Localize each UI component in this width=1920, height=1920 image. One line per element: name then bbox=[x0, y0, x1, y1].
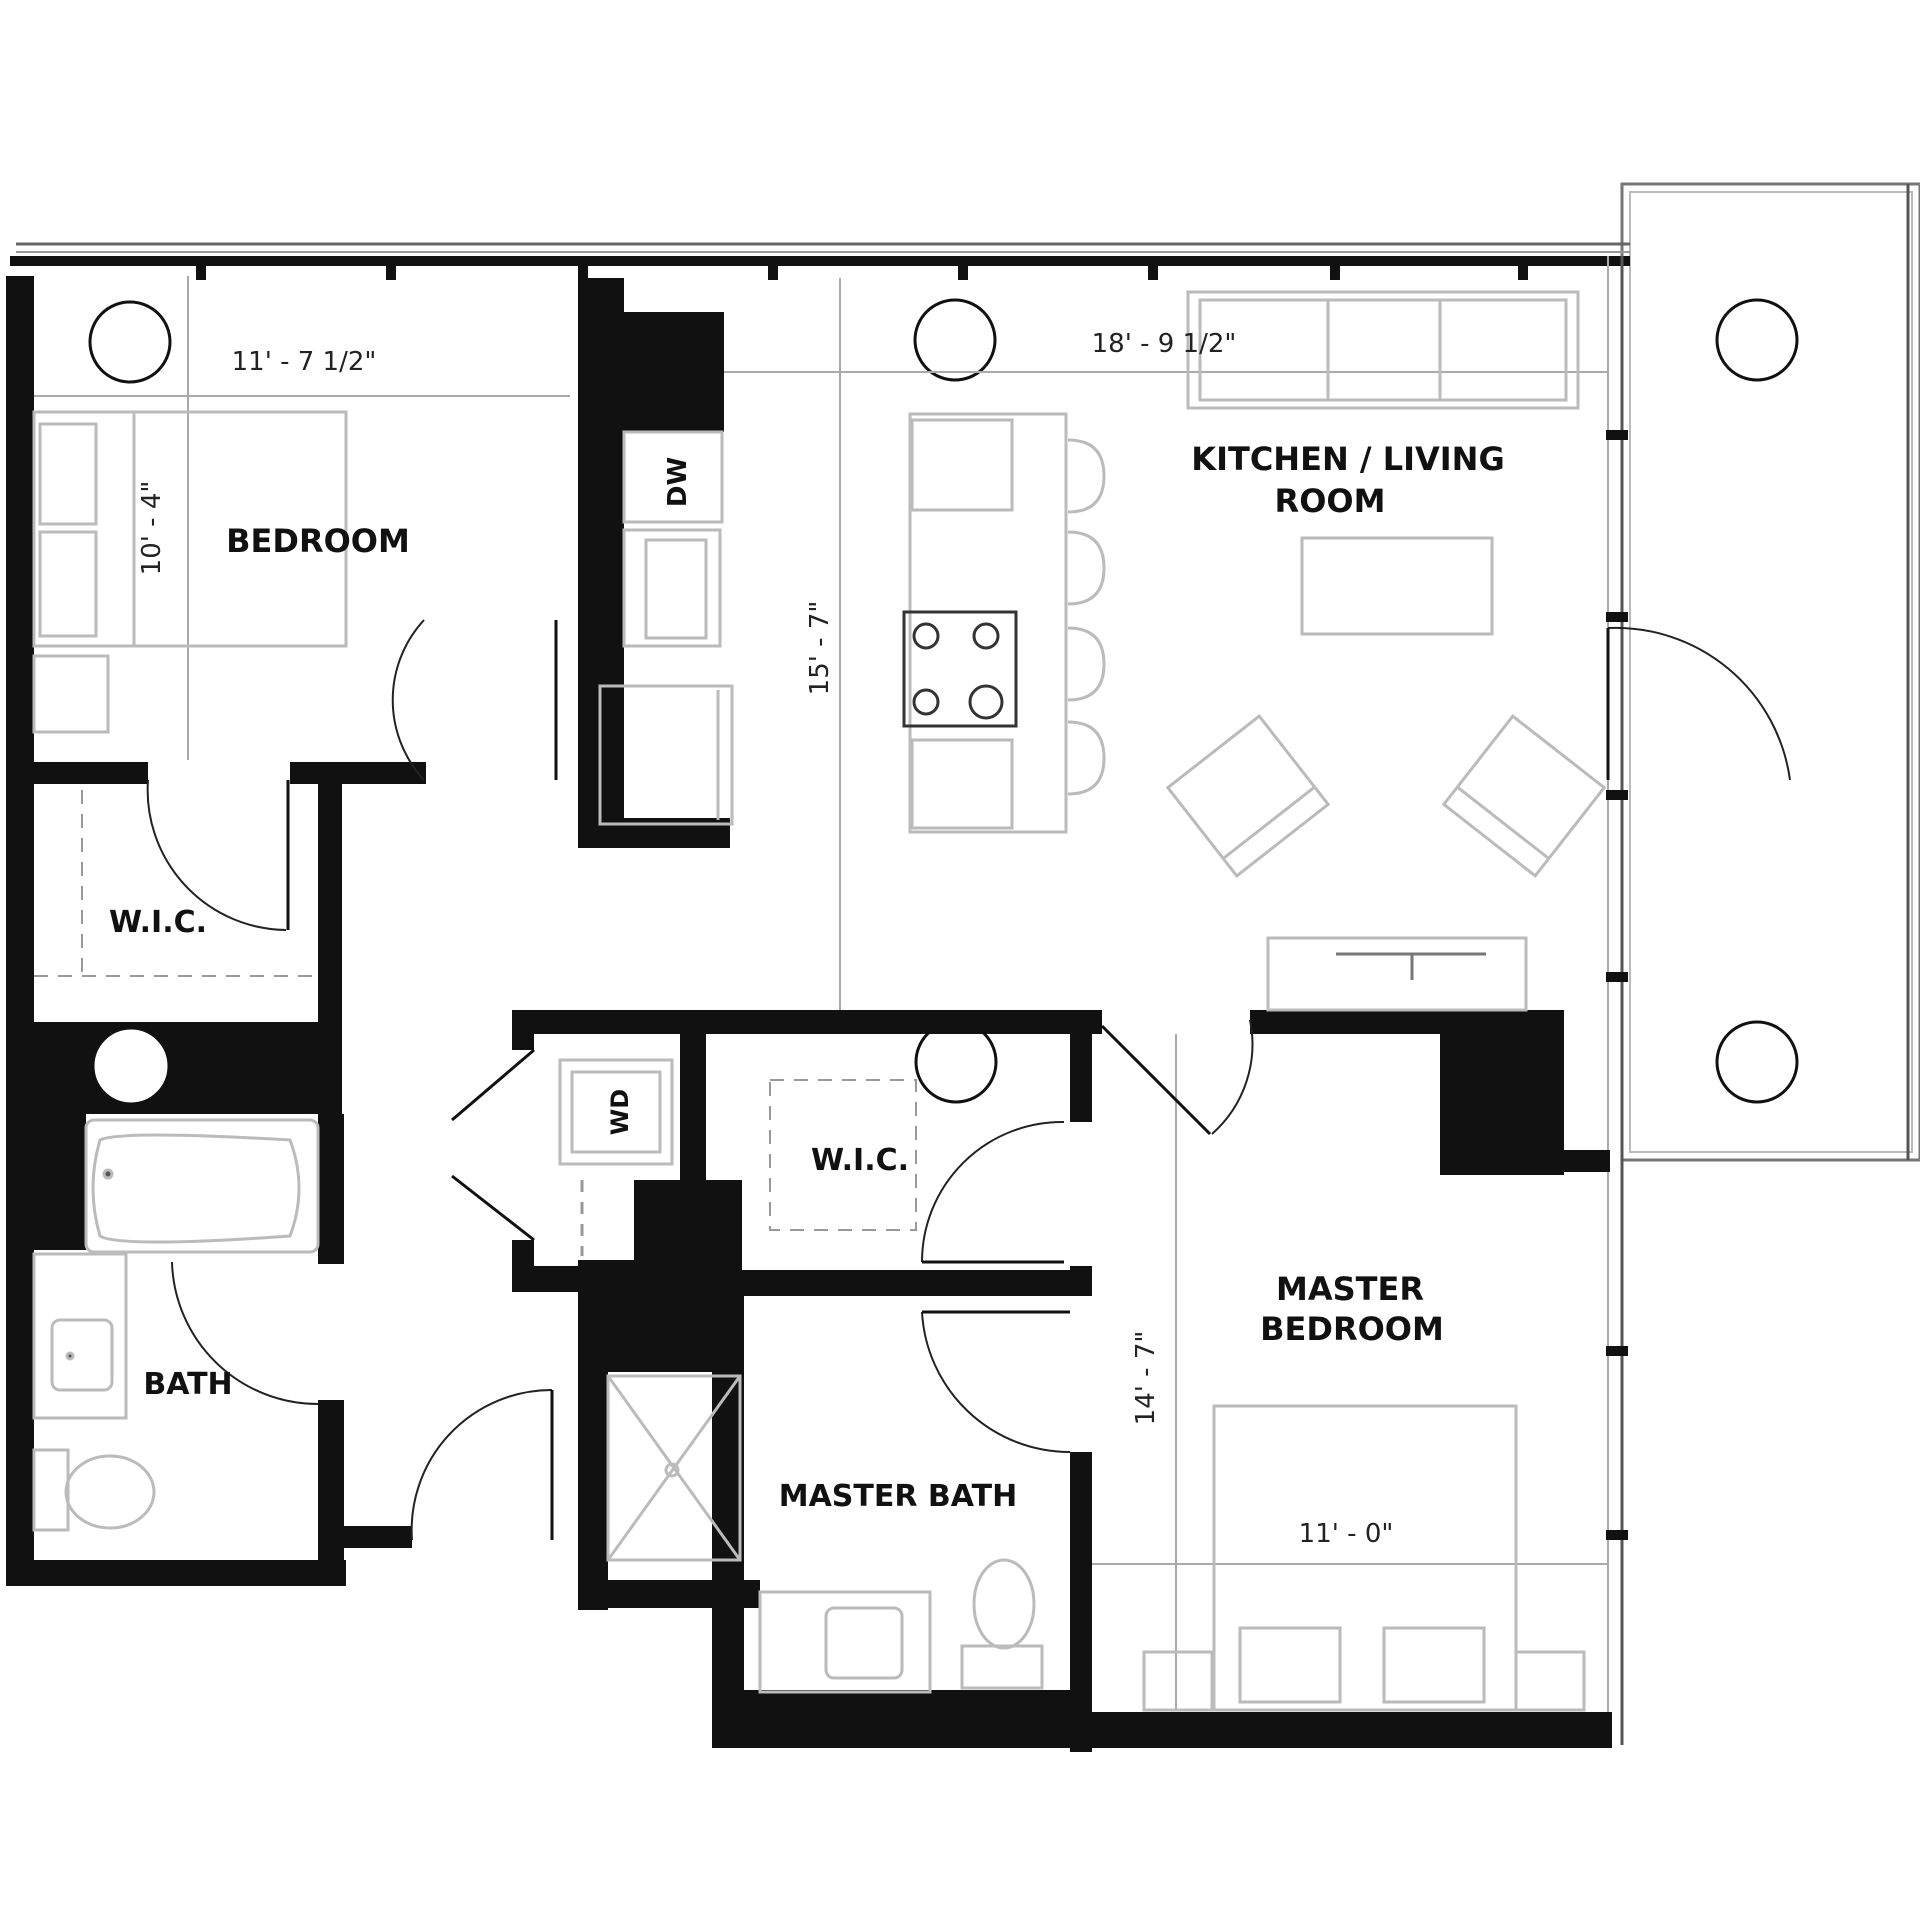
dimension-lines bbox=[34, 276, 1608, 1710]
kitchen-counter bbox=[598, 430, 734, 826]
dimension-master-width: 11' - 0" bbox=[1299, 1519, 1394, 1549]
dimension-living-depth: 15' - 7" bbox=[805, 601, 835, 696]
room-label-bedroom: BEDROOM bbox=[226, 522, 410, 560]
room-label-master-bath: MASTER BATH bbox=[779, 1479, 1018, 1514]
washer-dryer-label: WD bbox=[606, 1089, 634, 1135]
dimension-bedroom-width: 11' - 7 1/2" bbox=[232, 347, 377, 377]
wic-master-shelves bbox=[769, 1079, 917, 1231]
doors bbox=[146, 619, 1791, 1541]
master-vanity bbox=[758, 1590, 932, 1694]
kitchen-island bbox=[908, 412, 1106, 834]
armchairs bbox=[1165, 714, 1607, 878]
bath-toilet bbox=[32, 1448, 156, 1532]
room-label-wic-master: W.I.C. bbox=[811, 1143, 909, 1178]
dimension-master-depth: 14' - 7" bbox=[1131, 1331, 1161, 1426]
master-bed bbox=[1142, 1404, 1586, 1712]
dimension-bedroom-depth: 10' - 4" bbox=[137, 481, 167, 576]
coffee-table bbox=[1300, 536, 1494, 636]
room-label-master-line2: BEDROOM bbox=[1260, 1310, 1444, 1348]
sofa bbox=[1186, 290, 1580, 410]
right-window-wall bbox=[1606, 256, 1628, 1745]
bedroom-bed bbox=[32, 410, 348, 734]
dimension-living-width: 18' - 9 1/2" bbox=[1092, 329, 1237, 359]
room-label-kitchen-line1: KITCHEN / LIVING bbox=[1191, 440, 1504, 478]
bathtub bbox=[84, 1118, 320, 1254]
structural-columns bbox=[88, 298, 1799, 1106]
dishwasher-label: DW bbox=[663, 457, 693, 507]
room-label-kitchen-line2: ROOM bbox=[1275, 482, 1386, 520]
cooktop bbox=[902, 610, 1018, 728]
top-window-wall bbox=[10, 242, 1630, 280]
room-label-master-line1: MASTER bbox=[1276, 1270, 1424, 1308]
bath-vanity bbox=[32, 1252, 128, 1420]
wic-left-shelves bbox=[34, 790, 318, 977]
master-toilet bbox=[960, 1558, 1044, 1690]
room-label-bath: BATH bbox=[143, 1367, 232, 1402]
room-label-wic-left: W.I.C. bbox=[109, 905, 207, 940]
walls bbox=[6, 276, 1612, 1752]
balcony bbox=[1620, 182, 1920, 1162]
washer-dryer bbox=[558, 1058, 674, 1256]
tv-console bbox=[1266, 936, 1528, 1012]
shower bbox=[606, 1374, 742, 1562]
